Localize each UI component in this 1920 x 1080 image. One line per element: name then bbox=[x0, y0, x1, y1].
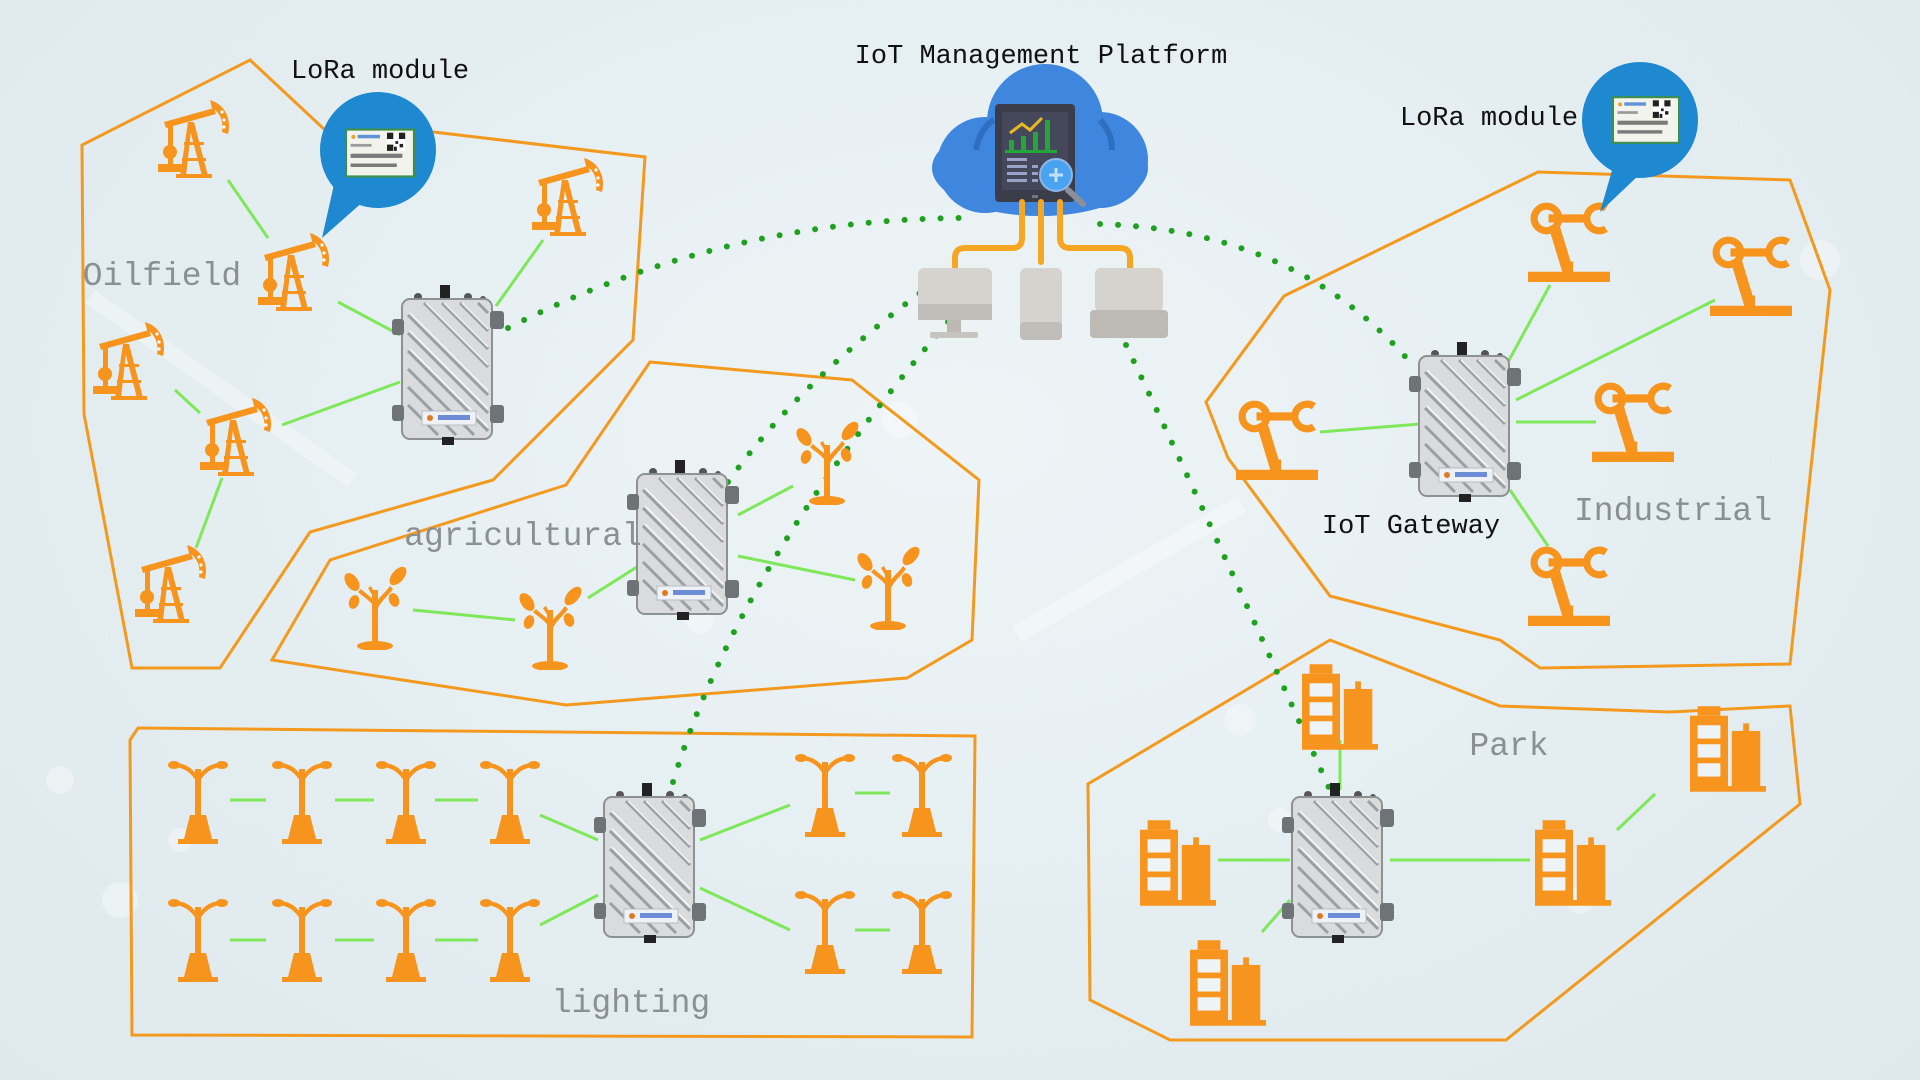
building-icon bbox=[1140, 820, 1216, 906]
lora-module-callout-left[interactable] bbox=[320, 92, 436, 238]
zone-label-lighting: lighting bbox=[551, 985, 711, 1022]
street-lamp-icon bbox=[795, 891, 855, 974]
plant-icon bbox=[854, 543, 923, 630]
magnifier-plus-icon bbox=[1039, 158, 1086, 207]
zone-lighting bbox=[168, 754, 952, 982]
lora-module-label-left: LoRa module bbox=[290, 57, 470, 87]
oil-pump-icon bbox=[158, 100, 230, 178]
iot-gateway-device[interactable] bbox=[390, 285, 506, 445]
plant-icon bbox=[516, 583, 585, 670]
oil-pump-icon bbox=[135, 545, 207, 623]
zone-label-agricultural: agricultural bbox=[404, 518, 642, 555]
oil-pump-icon bbox=[258, 233, 330, 311]
uplink-dotted-lines bbox=[505, 215, 1418, 793]
uplink-oilfield bbox=[505, 215, 963, 331]
lora-module-label-right: LoRa module bbox=[1399, 104, 1579, 134]
street-lamp-icon bbox=[376, 761, 436, 844]
zone-outline-agricultural bbox=[269, 360, 981, 707]
street-lamp-icon bbox=[480, 899, 540, 982]
iot-management-platform[interactable] bbox=[918, 64, 1168, 340]
mobile-terminal-icon bbox=[1020, 268, 1062, 340]
oil-pump-icon bbox=[200, 398, 272, 476]
iot-gateway-device[interactable] bbox=[592, 783, 708, 943]
street-lamp-icon bbox=[272, 899, 332, 982]
street-lamp-icon bbox=[272, 761, 332, 844]
street-lamp-icon bbox=[480, 761, 540, 844]
robot-arm-icon bbox=[1528, 550, 1610, 626]
robot-arm-icon bbox=[1592, 386, 1674, 462]
street-lamp-icon bbox=[892, 754, 952, 837]
zone-label-industrial: Industrial bbox=[1573, 493, 1773, 530]
street-lamp-icon bbox=[795, 754, 855, 837]
iot-gateway-device[interactable] bbox=[625, 460, 741, 620]
zone-label-oilfield: Oilfield bbox=[82, 258, 242, 295]
oil-pump-icon bbox=[532, 158, 604, 236]
street-lamp-icon bbox=[892, 891, 952, 974]
lora-chip-icon bbox=[1612, 96, 1680, 144]
uplink-industrial bbox=[1097, 221, 1418, 371]
zone-outline-park bbox=[1086, 638, 1802, 1042]
plant-icon bbox=[793, 418, 862, 505]
zone-outline-industrial bbox=[1204, 170, 1832, 670]
iot-gateway-device[interactable] bbox=[1280, 783, 1396, 943]
building-icon bbox=[1190, 940, 1266, 1026]
iot-gateway-device[interactable] bbox=[1407, 342, 1523, 502]
robot-arm-icon bbox=[1710, 240, 1792, 316]
laptop-terminal-icon bbox=[1090, 268, 1168, 338]
robot-arm-icon bbox=[1236, 404, 1318, 480]
platform-wires bbox=[952, 199, 1133, 271]
iot-gateway-label: IoT Gateway bbox=[1321, 512, 1501, 542]
building-icon bbox=[1535, 820, 1611, 906]
street-lamp-icon bbox=[168, 899, 228, 982]
lora-module-callout-right[interactable] bbox=[1582, 62, 1698, 212]
zone-outline-lighting bbox=[128, 726, 977, 1039]
building-icon bbox=[1690, 706, 1766, 792]
uplink-lighting bbox=[670, 305, 963, 785]
uplink-agricultural bbox=[725, 279, 938, 485]
desktop-terminal-icon bbox=[918, 268, 992, 338]
street-lamp-icon bbox=[376, 899, 436, 982]
zone-label-park: Park bbox=[1469, 728, 1549, 765]
local-links bbox=[173, 179, 1716, 942]
plant-icon bbox=[341, 563, 410, 650]
oil-pump-icon bbox=[93, 322, 165, 400]
platform-title: IoT Management Platform bbox=[854, 42, 1228, 72]
building-icon bbox=[1302, 664, 1378, 750]
zone-industrial bbox=[1236, 206, 1792, 626]
robot-arm-icon bbox=[1528, 206, 1610, 282]
background-circuit-pattern bbox=[46, 240, 1840, 918]
lora-chip-icon bbox=[345, 128, 415, 178]
